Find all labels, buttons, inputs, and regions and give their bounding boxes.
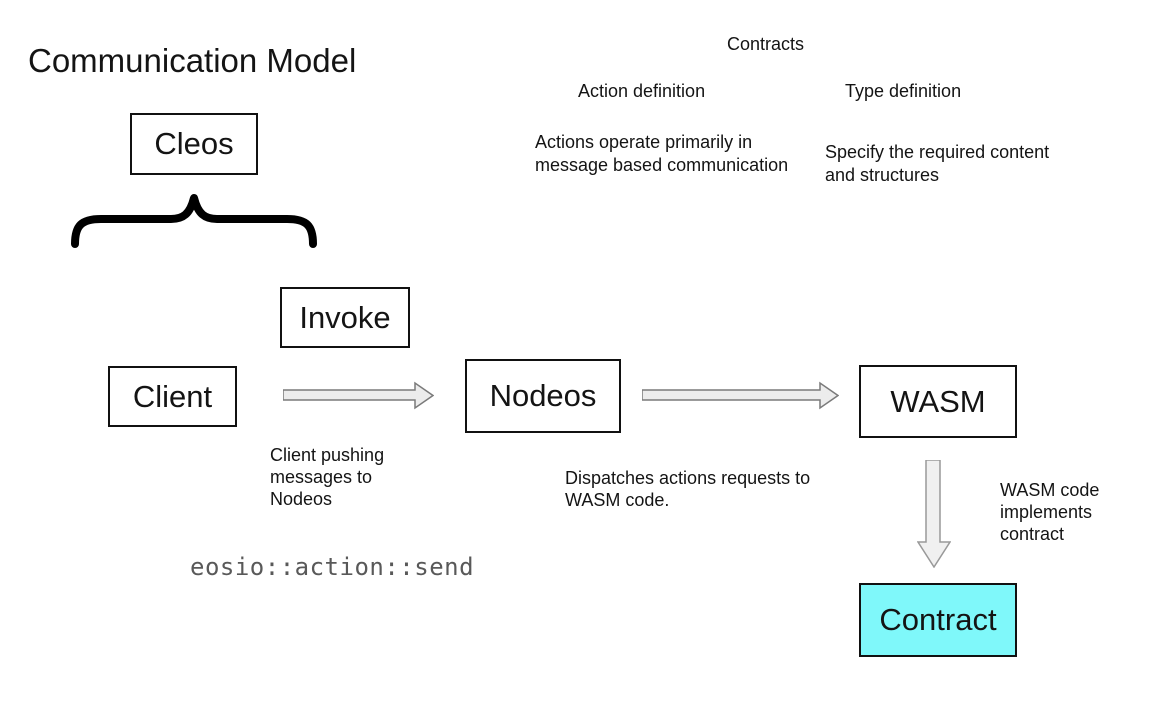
client-node: Client xyxy=(108,366,237,427)
brace-path xyxy=(71,194,317,248)
client-to-nodeos-note: Client pushing messages to Nodeos xyxy=(270,445,385,509)
page-title: Communication Model xyxy=(28,42,357,79)
cleos-node: Cleos xyxy=(130,113,258,175)
code-label: eosio::action::send xyxy=(190,553,475,581)
arrow-down-icon xyxy=(917,460,951,568)
arrow-nodeos-to-wasm xyxy=(642,381,839,410)
nodeos-node: Nodeos xyxy=(465,359,621,433)
action-definition-heading: Action definition xyxy=(578,81,706,101)
invoke-node: Invoke xyxy=(280,287,410,348)
cleos-label: Cleos xyxy=(154,126,234,161)
wasm-node: WASM xyxy=(859,365,1017,438)
arrow-wasm-to-contract xyxy=(917,460,951,568)
contracts-heading: Contracts xyxy=(727,34,805,54)
contract-label: Contract xyxy=(879,602,997,637)
arrow-right-icon xyxy=(642,381,839,410)
type-definition-body: Specify the required content and structu… xyxy=(825,142,1050,185)
invoke-label: Invoke xyxy=(299,299,391,335)
wasm-to-contract-note: WASM code implements contract xyxy=(1000,480,1100,544)
wasm-label: WASM xyxy=(890,383,986,419)
client-label: Client xyxy=(132,378,213,414)
contract-node: Contract xyxy=(859,583,1017,657)
nodeos-label: Nodeos xyxy=(489,378,597,413)
cleos-brace xyxy=(71,190,317,248)
action-definition-body: Actions operate primarily in message bas… xyxy=(535,132,789,175)
arrow-client-to-nodeos xyxy=(283,381,434,410)
nodeos-to-wasm-note: Dispatches actions requests to WASM code… xyxy=(565,468,811,510)
type-definition-heading: Type definition xyxy=(845,81,962,101)
arrow-right-icon xyxy=(283,381,434,410)
